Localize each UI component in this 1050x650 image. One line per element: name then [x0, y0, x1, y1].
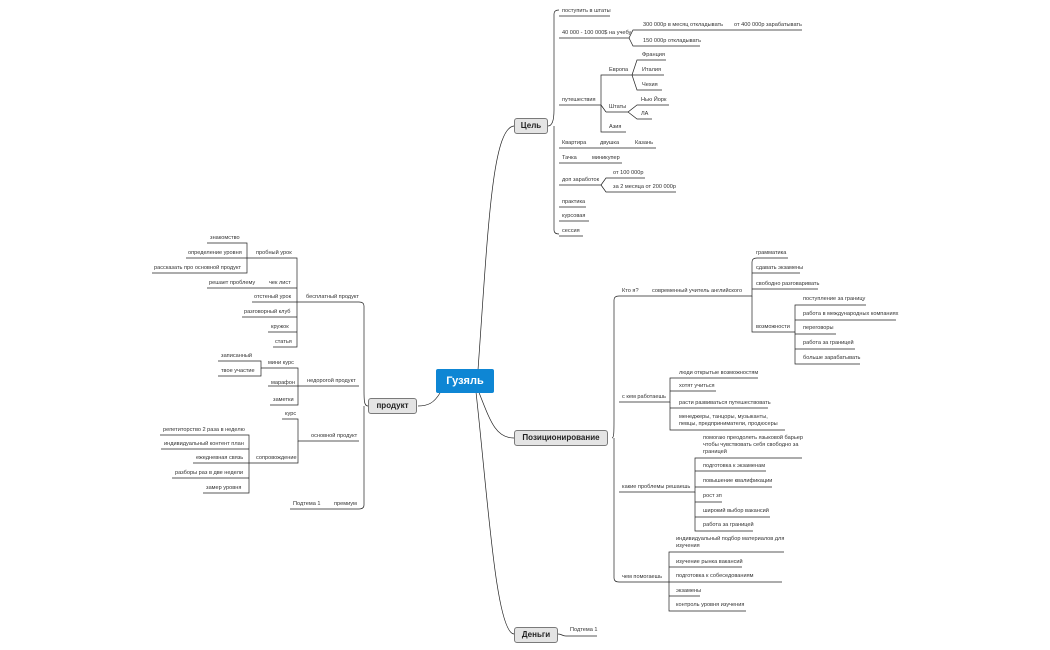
product-article[interactable]: статья	[275, 339, 292, 345]
goal-travel[interactable]: путешествия	[562, 97, 596, 103]
pos-exams[interactable]: сдавать экзамены	[756, 265, 804, 271]
product-acquaint[interactable]: знакомство	[210, 235, 240, 241]
product-solves[interactable]: решает проблему	[209, 280, 256, 286]
goal-two-room[interactable]: двушка	[600, 140, 620, 146]
product-free[interactable]: бесплатный продукт	[306, 294, 359, 300]
topic-money[interactable]: Деньги	[514, 627, 558, 643]
pos-with[interactable]: с кем работаешь	[622, 394, 666, 400]
product-premium[interactable]: премиум	[334, 501, 357, 507]
goal-europe[interactable]: Европа	[609, 67, 629, 73]
pos-managers[interactable]: менеджеры, танцоры, музыканты, певцы, пр…	[679, 414, 778, 427]
pos-interview[interactable]: подготовка к собеседованиям	[676, 573, 754, 579]
goal-mini[interactable]: миникупер	[592, 155, 620, 161]
product-marathon[interactable]: марафон	[271, 380, 295, 386]
central-topic[interactable]: Гузяль	[436, 369, 494, 393]
product-main[interactable]: основной продукт	[311, 433, 358, 439]
pos-work-abroad[interactable]: работа за границей	[803, 340, 854, 346]
product-measure[interactable]: замер уровня	[206, 485, 242, 491]
goal-save150[interactable]: 150 000р откладывать	[643, 38, 701, 44]
goal-france[interactable]: Франция	[642, 52, 665, 58]
pos-speak[interactable]: свободно разговаривать	[756, 281, 820, 287]
pos-grow[interactable]: расти развиваться путешествовать	[679, 400, 771, 406]
product-recorded[interactable]: отстеный урок	[254, 294, 292, 300]
pos-market[interactable]: изучение рынка вакансий	[676, 559, 743, 565]
topic-goal[interactable]: Цель	[514, 118, 548, 134]
product-trial[interactable]: пробный урок	[256, 250, 292, 256]
product-circle[interactable]: кружок	[271, 324, 289, 330]
product-daily[interactable]: ежедневная связь	[196, 455, 244, 461]
pos-qual[interactable]: повышение квалификации	[703, 478, 773, 484]
pos-opps[interactable]: возможности	[756, 324, 790, 330]
goal-study[interactable]: 40 000 - 100 000$ на учебу	[562, 30, 632, 36]
topic-positioning[interactable]: Позиционирование	[514, 430, 608, 446]
pos-talks[interactable]: переговоры	[803, 325, 834, 331]
goal-la[interactable]: ЛА	[641, 111, 649, 117]
goal-states[interactable]: Штаты	[609, 104, 627, 110]
product-review[interactable]: разборы раз в две недели	[175, 470, 243, 476]
pos-intl[interactable]: работа в международных компаниях	[803, 311, 899, 317]
goal-czech[interactable]: Чехия	[642, 82, 658, 88]
money-sub[interactable]: Подтема 1	[570, 627, 598, 633]
pos-grammar[interactable]: грамматика	[756, 250, 787, 256]
goal-ny[interactable]: Нью Йорк	[641, 97, 667, 103]
pos-more-money[interactable]: больше зарабатывать	[803, 355, 861, 361]
goal-coursework[interactable]: курсовая	[562, 213, 586, 219]
goal-extra[interactable]: доп заработок	[562, 177, 600, 183]
product-rec[interactable]: записанный	[221, 353, 253, 359]
pos-materials[interactable]: индивидуальный подбор материалов для изу…	[676, 536, 785, 549]
pos-teacher[interactable]: современный учитель английского	[652, 288, 743, 294]
pos-problems[interactable]: какие проблемы решаешь	[622, 484, 691, 490]
pos-career[interactable]: рост зп	[703, 493, 722, 499]
goal-italy[interactable]: Италия	[642, 67, 662, 73]
goal-earn400[interactable]: от 400 000р зарабатывать	[734, 22, 802, 28]
product-indiv[interactable]: индивидуальный контент план	[164, 441, 244, 447]
goal-save300[interactable]: 300 000р в месяц откладывать	[643, 22, 724, 28]
goal-car[interactable]: Тачка	[562, 155, 577, 161]
goal-kazan[interactable]: Казань	[635, 140, 653, 146]
product-minicourse[interactable]: мини курс	[268, 360, 294, 366]
product-level[interactable]: определение уровня	[188, 250, 242, 256]
goal-apartment[interactable]: Квартира	[562, 140, 587, 146]
goal-usa[interactable]: поступить в штаты	[562, 8, 611, 14]
product-later[interactable]: Подтема 1	[293, 501, 321, 507]
pos-who[interactable]: Кто я?	[622, 288, 639, 294]
pos-helps[interactable]: чем помогаешь	[622, 574, 663, 580]
product-escort[interactable]: сопровождение	[256, 455, 297, 461]
product-cheap[interactable]: недорогой продукт	[307, 378, 356, 384]
pos-barrier[interactable]: помогаю преодолеть языковой барьер чтобы…	[703, 435, 803, 455]
goal-for2m[interactable]: за 2 месяца от 200 000р	[613, 184, 676, 190]
product-club[interactable]: разговорный клуб	[244, 309, 291, 315]
topic-product[interactable]: продукт	[368, 398, 417, 414]
pos-control[interactable]: контроль уровня изучения	[676, 602, 745, 608]
product-notes[interactable]: заметки	[273, 397, 294, 403]
pos-open[interactable]: люди открытые возможностям	[679, 370, 759, 376]
pos-job-abroad[interactable]: работа за границей	[703, 522, 754, 528]
pos-vacancies[interactable]: широкий выбор вакансий	[703, 508, 769, 514]
product-tutor[interactable]: репетиторство 2 раза в неделю	[163, 427, 245, 433]
goal-practice[interactable]: практика	[562, 199, 586, 205]
pos-learn[interactable]: хотят учиться	[679, 383, 715, 389]
goal-session[interactable]: сессия	[562, 228, 580, 234]
product-part[interactable]: твое участие	[221, 368, 255, 374]
goal-asia[interactable]: Азия	[609, 124, 622, 130]
goal-from100[interactable]: от 100 000р	[613, 170, 644, 176]
pos-prep-exam[interactable]: подготовка к экзаменам	[703, 463, 766, 469]
pos-exams-h[interactable]: экзамены	[676, 588, 702, 594]
product-course[interactable]: курс	[285, 411, 297, 417]
product-checklist[interactable]: чек лист	[269, 280, 291, 286]
product-tell[interactable]: рассказать про основной продукт	[154, 265, 242, 271]
pos-abroad[interactable]: поступление за границу	[803, 296, 866, 302]
